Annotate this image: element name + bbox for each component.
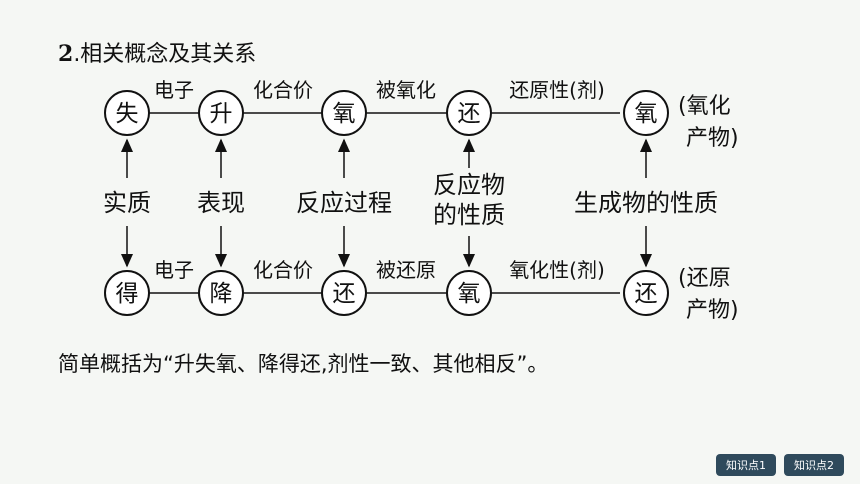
bottom-link-label-2: 化合价 [253, 258, 313, 282]
nav-buttons: 知识点1 知识点2 [716, 454, 844, 476]
label-essence: 实质 [103, 189, 151, 217]
summary-text: 简单概括为“升失氧、降得还,剂性一致、其他相反”。 [58, 352, 549, 376]
bottom-node-circle-1 [104, 270, 150, 316]
top-node-circle-3 [321, 90, 367, 136]
bottom-node-circle-3 [321, 270, 367, 316]
top-node-2: 升 [210, 101, 233, 127]
heading-title: .相关概念及其关系 [73, 42, 257, 67]
top-node-circle-1 [104, 90, 150, 136]
bottom-node-circle-5 [623, 270, 669, 316]
label-reaction-process: 反应过程 [296, 189, 392, 217]
top-end-note-line1: (氧化 [678, 94, 731, 119]
top-link-label-1: 电子 [154, 78, 194, 102]
top-end-note-line2: 产物) [686, 126, 739, 151]
bottom-node-3: 还 [333, 281, 356, 307]
top-node-circle-5 [623, 90, 669, 136]
label-reactant-line1: 反应物 [433, 171, 505, 199]
bottom-link-label-3: 被还原 [376, 258, 436, 282]
bottom-node-1: 得 [116, 281, 139, 307]
top-node-circle-4 [446, 90, 492, 136]
label-reactant-line2: 的性质 [433, 201, 505, 229]
top-link-label-2: 化合价 [253, 78, 313, 102]
bottom-node-circle-2 [198, 270, 244, 316]
section-heading: 2.相关概念及其关系 [58, 36, 256, 68]
bottom-node-circle-4 [446, 270, 492, 316]
top-link-label-4: 还原性(剂) [509, 78, 605, 102]
top-node-5: 氧 [635, 101, 658, 127]
label-manifestation: 表现 [197, 189, 245, 217]
bottom-link-label-1: 电子 [154, 258, 194, 282]
top-node-circle-2 [198, 90, 244, 136]
bottom-end-note-line1: (还原 [678, 266, 731, 291]
top-node-1: 失 [116, 101, 139, 127]
top-node-4: 还 [458, 101, 481, 127]
bottom-node-2: 降 [210, 281, 233, 307]
vertical-arrows [121, 138, 652, 268]
bottom-link-label-4: 氧化性(剂) [509, 258, 605, 282]
top-node-3: 氧 [333, 101, 356, 127]
label-product-property: 生成物的性质 [574, 189, 718, 217]
bottom-end-note-line2: 产物) [686, 298, 739, 323]
heading-number: 2 [58, 41, 74, 67]
top-link-label-3: 被氧化 [376, 78, 436, 102]
bottom-node-5: 还 [635, 281, 658, 307]
bottom-node-4: 氧 [458, 281, 481, 307]
knowledge-point-1-button[interactable]: 知识点1 [716, 454, 776, 476]
knowledge-point-2-button[interactable]: 知识点2 [784, 454, 844, 476]
